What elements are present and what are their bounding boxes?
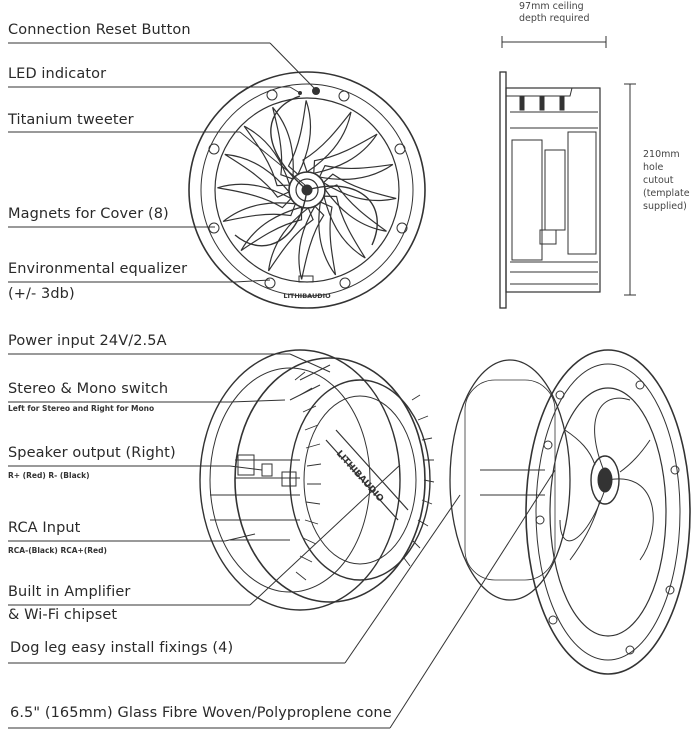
hole-note-line2: hole [643, 162, 664, 173]
label-dog-leg-fixings: Dog leg easy install fixings (4) [10, 640, 234, 656]
speaker-rear-view [199, 349, 435, 611]
label-rca-input: RCA Input [8, 520, 81, 536]
label-stereo-switch: Stereo & Mono switch [8, 381, 169, 397]
leader-lines-bottom [8, 353, 556, 729]
label-tweeter: Titanium tweeter [8, 112, 134, 128]
hole-note-line3: cutout [643, 175, 674, 186]
label-stereo-switch-sub: Left for Stereo and Right for Mono [8, 404, 155, 413]
label-equalizer: Environmental equalizer [8, 261, 188, 277]
label-amplifier: Built in Amplifier [8, 584, 131, 600]
depth-note-line1: 97mm ceiling [519, 1, 584, 12]
hole-note-line1: 210mm [643, 149, 680, 160]
depth-note-line2: depth required [519, 13, 590, 24]
speaker-front-view [188, 71, 426, 309]
speaker-front-perspective [449, 349, 691, 675]
label-rca-input-sub: RCA-(Black) RCA+(Red) [8, 546, 107, 555]
label-speaker-output-sub: R+ (Red) R- (Black) [8, 471, 90, 480]
hole-note-line5: supplied) [643, 201, 687, 212]
label-speaker-output: Speaker output (Right) [8, 445, 176, 461]
hole-note-line4: (template [643, 188, 690, 199]
leader-lines-top [8, 42, 317, 283]
label-wifi-chipset: & Wi-Fi chipset [8, 607, 118, 623]
label-equalizer-range: (+/- 3db) [8, 286, 75, 302]
label-reset-button: Connection Reset Button [8, 22, 191, 38]
label-magnets: Magnets for Cover (8) [8, 206, 169, 222]
label-power-input: Power input 24V/2.5A [8, 333, 167, 349]
label-led-indicator: LED indicator [8, 66, 107, 82]
label-cone: 6.5" (165mm) Glass Fibre Woven/Polypropl… [10, 705, 392, 721]
speaker-side-view [499, 36, 636, 309]
front-logo: LITHIBAUDIO [283, 292, 331, 300]
